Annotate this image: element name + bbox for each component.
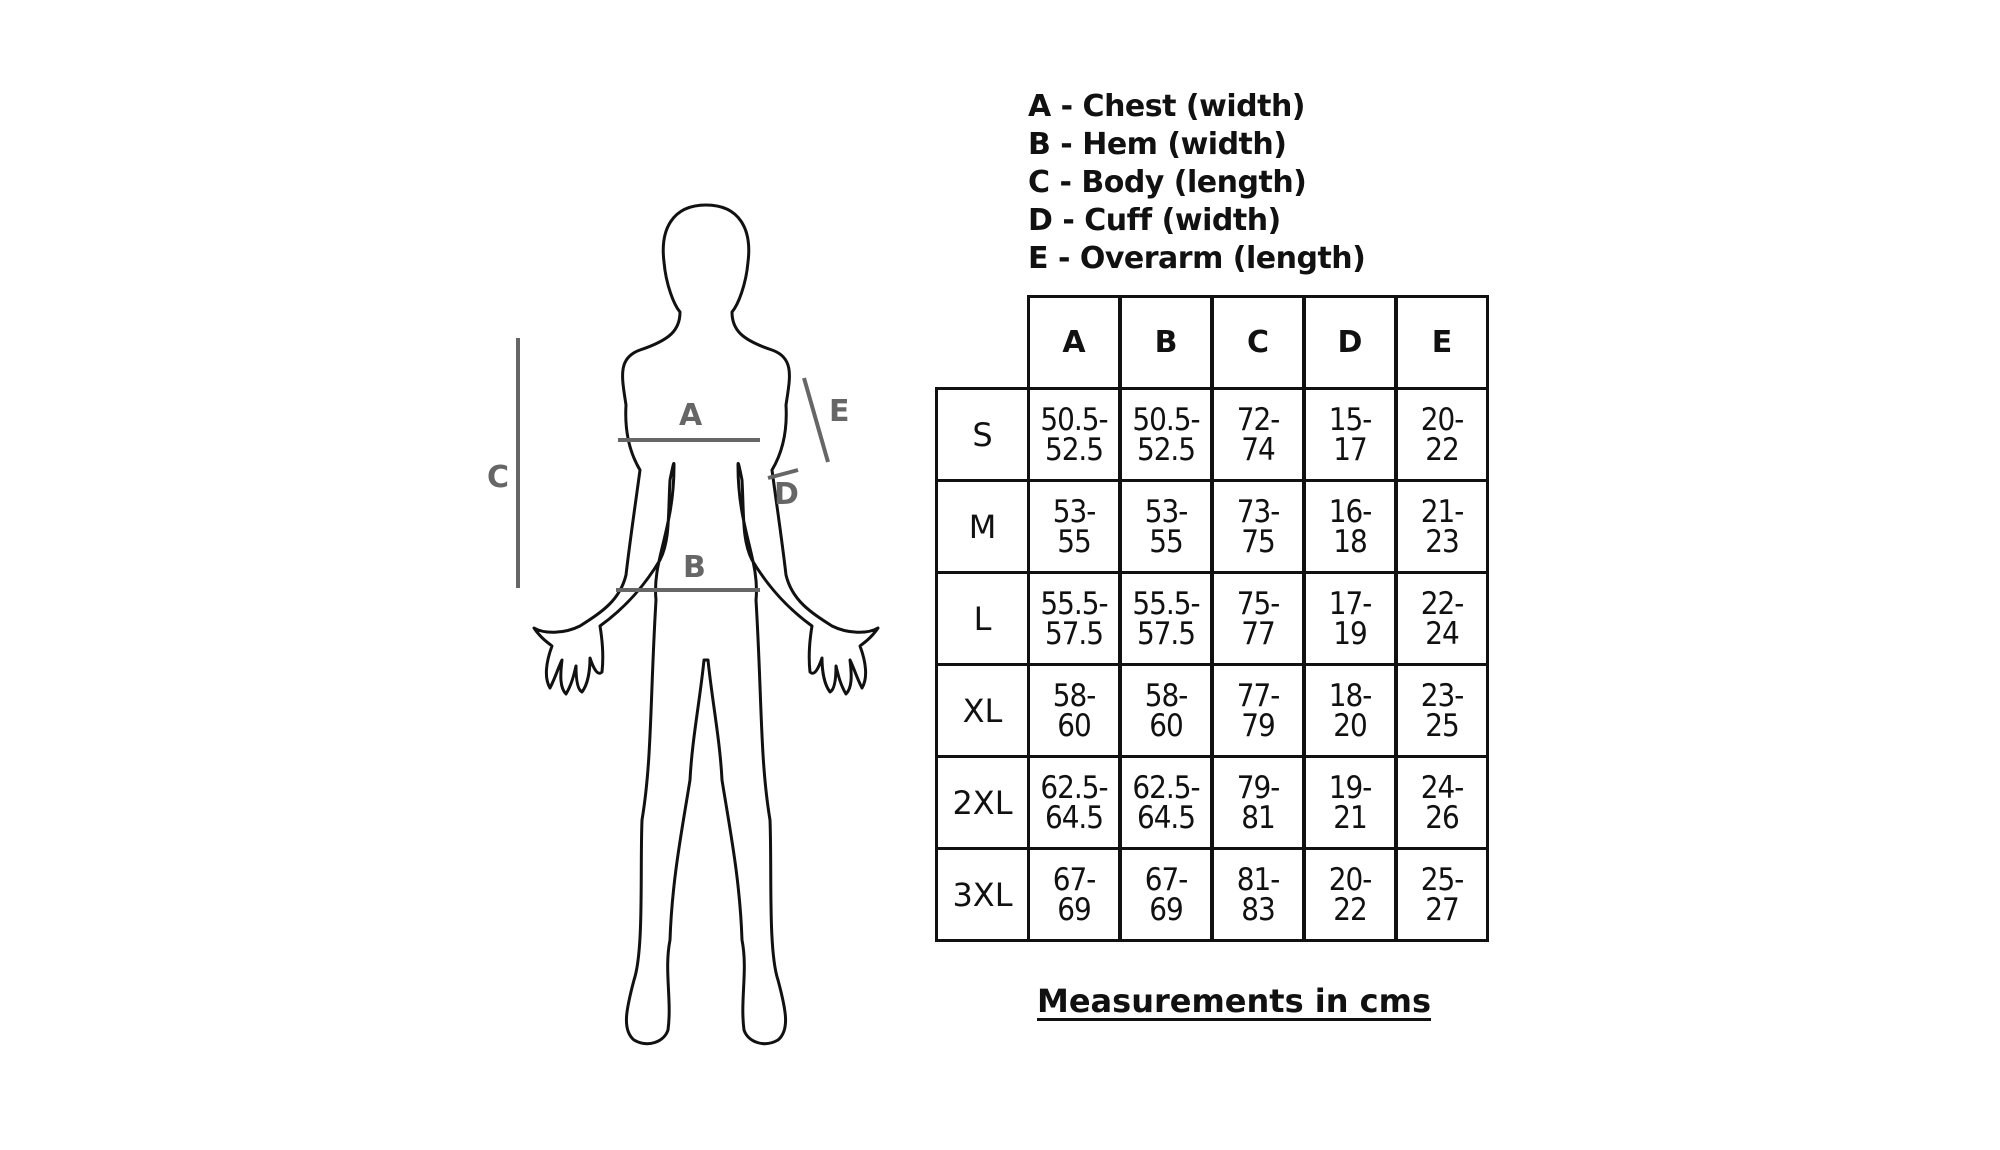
table-cell: 22- 24 [1395, 571, 1489, 666]
column-header: C [1211, 295, 1305, 390]
size-label: 2XL [935, 755, 1030, 850]
table-cell: 81- 83 [1211, 847, 1305, 942]
size-label: L [935, 571, 1030, 666]
size-label: S [935, 387, 1030, 482]
table-cell: 21- 23 [1395, 479, 1489, 574]
body-silhouette [532, 203, 880, 1046]
table-cell: 50.5- 52.5 [1027, 387, 1121, 482]
table-cell: 77- 79 [1211, 663, 1305, 758]
column-header: D [1303, 295, 1397, 390]
label-a: A [679, 398, 703, 433]
label-c: C [487, 460, 510, 495]
table-cell: 75- 77 [1211, 571, 1305, 666]
table-cell: 23- 25 [1395, 663, 1489, 758]
table-cell: 53- 55 [1119, 479, 1213, 574]
table-cell: 72- 74 [1211, 387, 1305, 482]
measure-line-e [802, 377, 830, 463]
measurement-legend: A - Chest (width) B - Hem (width) C - Bo… [1028, 88, 1366, 278]
table-cell: 15- 17 [1303, 387, 1397, 482]
table-cell: 73- 75 [1211, 479, 1305, 574]
legend-item-cuff: D - Cuff (width) [1028, 203, 1281, 238]
size-label: 3XL [935, 847, 1030, 942]
table-cell: 16- 18 [1303, 479, 1397, 574]
table-cell: 58- 60 [1119, 663, 1213, 758]
label-d: D [774, 477, 799, 512]
table-cell: 25- 27 [1395, 847, 1489, 942]
table-cell: 55.5- 57.5 [1027, 571, 1121, 666]
column-header: B [1119, 295, 1213, 390]
table-cell: 55.5- 57.5 [1119, 571, 1213, 666]
table-cell: 24- 26 [1395, 755, 1489, 850]
measure-line-d [767, 468, 799, 480]
size-label: XL [935, 663, 1030, 758]
table-cell: 67- 69 [1119, 847, 1213, 942]
label-e: E [829, 394, 850, 429]
table-cell: 67- 69 [1027, 847, 1121, 942]
table-cell: 62.5- 64.5 [1027, 755, 1121, 850]
table-cell: 58- 60 [1027, 663, 1121, 758]
table-cell: 20- 22 [1395, 387, 1489, 482]
label-b: B [683, 550, 706, 585]
table-cell: 18- 20 [1303, 663, 1397, 758]
legend-item-body: C - Body (length) [1028, 165, 1307, 200]
size-label: M [935, 479, 1030, 574]
table-cell: 17- 19 [1303, 571, 1397, 666]
legend-item-hem: B - Hem (width) [1028, 127, 1287, 162]
legend-item-overarm: E - Overarm (length) [1028, 241, 1366, 276]
legend-item-chest: A - Chest (width) [1028, 89, 1306, 124]
column-header: A [1027, 295, 1121, 390]
units-footnote: Measurements in cms [1037, 982, 1432, 1020]
table-cell: 20- 22 [1303, 847, 1397, 942]
table-cell: 62.5- 64.5 [1119, 755, 1213, 850]
table-cell: 19- 21 [1303, 755, 1397, 850]
table-cell: 53- 55 [1027, 479, 1121, 574]
table-cell: 50.5- 52.5 [1119, 387, 1213, 482]
table-cell: 79- 81 [1211, 755, 1305, 850]
column-header: E [1395, 295, 1489, 390]
